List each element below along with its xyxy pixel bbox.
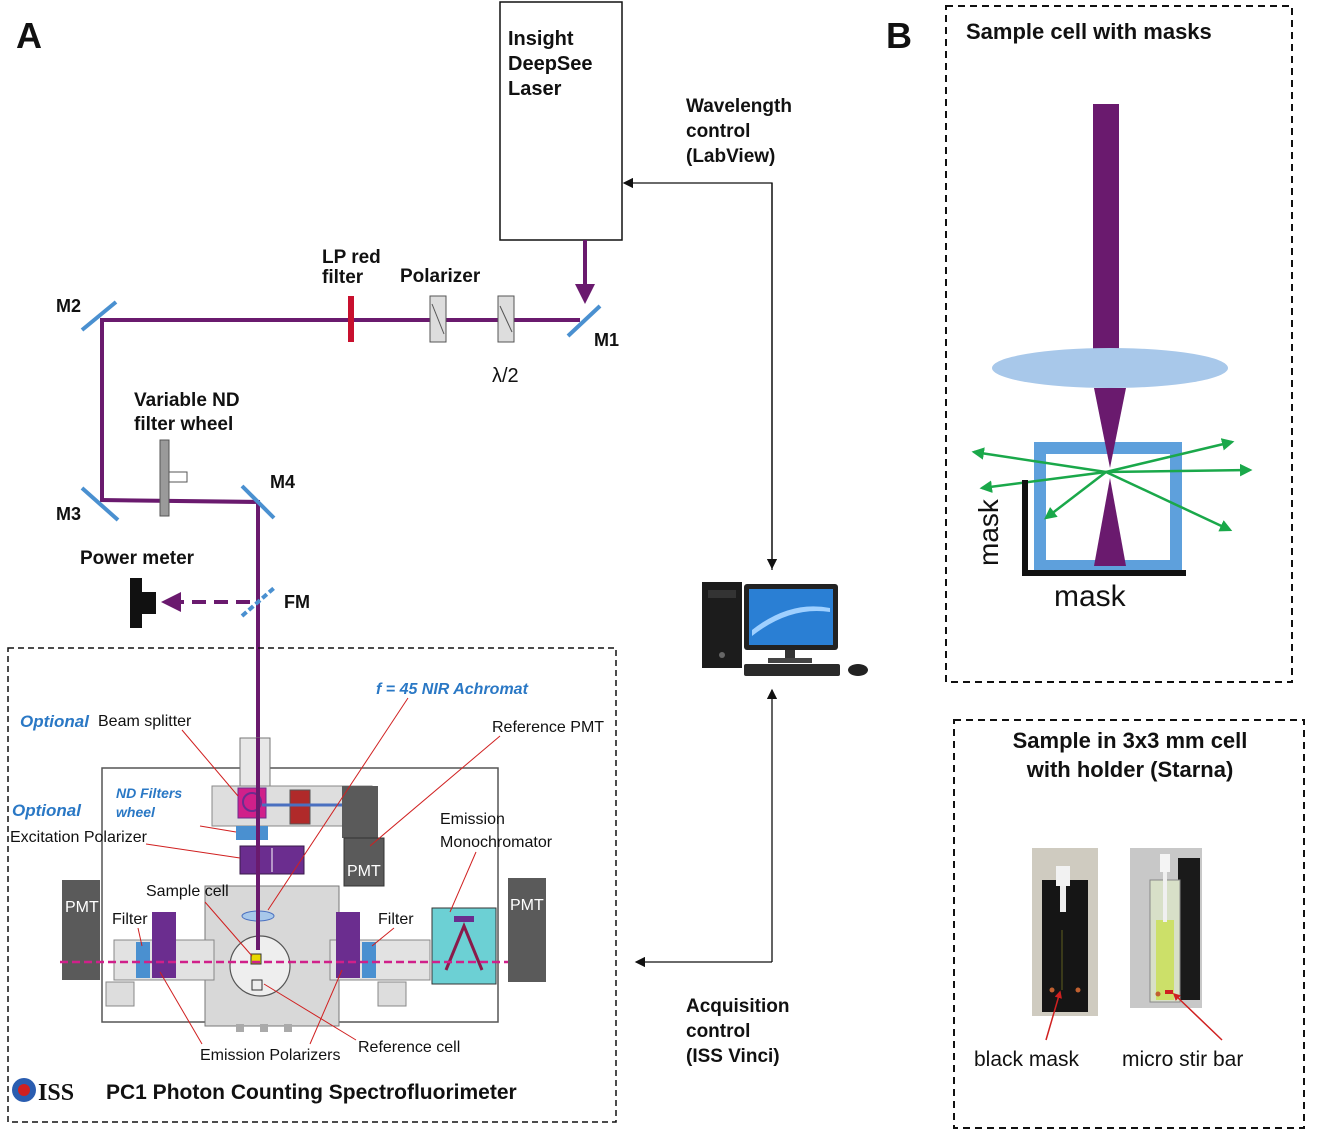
beam-splitter-label: Beam splitter: [98, 713, 192, 730]
leader-lines: [137, 697, 501, 1045]
panel-b-letter: B: [886, 15, 912, 56]
sample-holder-title-1: Sample in 3x3 mm cell: [1013, 728, 1248, 753]
iss-logo-text: ISS: [38, 1080, 74, 1106]
filter-right-label: Filter: [378, 911, 414, 928]
laser-label-2: DeepSee: [508, 53, 593, 75]
power-meter-icon: [130, 578, 156, 628]
optional-label-2: Optional: [12, 801, 82, 820]
panel-a-letter: A: [16, 15, 42, 56]
spectrofluorimeter-title: PC1 Photon Counting Spectrofluorimeter: [106, 1081, 517, 1104]
wavelength-control-2: control: [686, 121, 750, 142]
label-m3: M3: [56, 504, 81, 524]
nd-filters-wheel-label-1: ND Filters: [116, 785, 182, 801]
power-meter-label: Power meter: [80, 548, 195, 569]
wavelength-control-3: (LabView): [686, 146, 775, 167]
polarizer: [429, 295, 447, 343]
black-mask-pointer: [1045, 990, 1062, 1041]
laser-label-3: Laser: [508, 78, 562, 100]
nd-wheel-label-2: filter wheel: [134, 414, 233, 435]
micro-stir-bar-photo: [1130, 848, 1202, 1008]
wavelength-control-1: Wavelength: [686, 96, 792, 117]
lp-red-filter-label-2: filter: [322, 267, 364, 288]
sample-cell-label: Sample cell: [146, 883, 229, 900]
iss-logo: [12, 1078, 36, 1102]
pmt-left-label: PMT: [65, 899, 99, 916]
nd-filter-wheel: [159, 439, 188, 517]
computer-icon: [702, 582, 868, 676]
emission-mono-label-2: Monochromator: [440, 834, 553, 851]
polarizer-label: Polarizer: [400, 266, 481, 287]
lp-red-filter: [348, 296, 354, 342]
sample-holder-title-2: with holder (Starna): [1026, 757, 1234, 782]
mirror-m3: [80, 486, 120, 522]
label-m1: M1: [594, 330, 619, 350]
reference-cell-label: Reference cell: [358, 1039, 460, 1056]
excitation-polarizer-label: Excitation Polarizer: [10, 829, 148, 846]
emission-polarizers-label: Emission Polarizers: [200, 1047, 340, 1064]
label-fm: FM: [284, 592, 310, 612]
nd-filters-wheel-label-2: wheel: [116, 804, 156, 820]
mirror-m2: [80, 300, 118, 332]
mirror-fm: [240, 586, 276, 618]
half-wave-plate: [497, 295, 515, 343]
sample-cell-masks-box: [945, 5, 1293, 683]
label-m4: M4: [270, 472, 295, 492]
reference-pmt-label: Reference PMT: [492, 719, 604, 736]
spectrofluorimeter-box: [7, 647, 617, 1123]
sample-holder-box: [953, 719, 1305, 1129]
filter-left-label: Filter: [112, 911, 148, 928]
optional-label-1: Optional: [20, 712, 90, 731]
black-mask-photo: [1032, 848, 1098, 1016]
half-wave-label: λ/2: [492, 365, 519, 387]
laser-box: [499, 1, 623, 241]
spectrofluorimeter-drawing: [60, 737, 546, 1032]
laser-label-1: Insight: [508, 28, 574, 50]
wavelength-control-line: [622, 177, 773, 570]
acquisition-control-1: Acquisition: [686, 996, 789, 1017]
pmt-right-label: PMT: [510, 897, 544, 914]
emission-mono-label-1: Emission: [440, 811, 505, 828]
black-mask-label: black mask: [974, 1048, 1080, 1071]
acquisition-control-3: (ISS Vinci): [686, 1046, 780, 1067]
mask-vertical-label: mask: [973, 498, 1004, 566]
achromat-label: f = 45 NIR Achromat: [376, 681, 529, 698]
mirror-m4: [240, 484, 276, 520]
stir-bar-pointer: [1172, 992, 1223, 1041]
micro-stir-bar-label: micro stir bar: [1122, 1048, 1243, 1071]
pmt-reference-label: PMT: [347, 863, 381, 880]
acquisition-control-2: control: [686, 1021, 750, 1042]
nd-wheel-label-1: Variable ND: [134, 390, 240, 411]
label-m2: M2: [56, 296, 81, 316]
mirror-m1: [566, 304, 602, 338]
sample-cell-masks-drawing: [971, 104, 1253, 576]
lp-red-filter-label-1: LP red: [322, 247, 381, 268]
mask-horizontal-label: mask: [1054, 580, 1127, 613]
sample-cell-masks-title: Sample cell with masks: [966, 19, 1212, 44]
